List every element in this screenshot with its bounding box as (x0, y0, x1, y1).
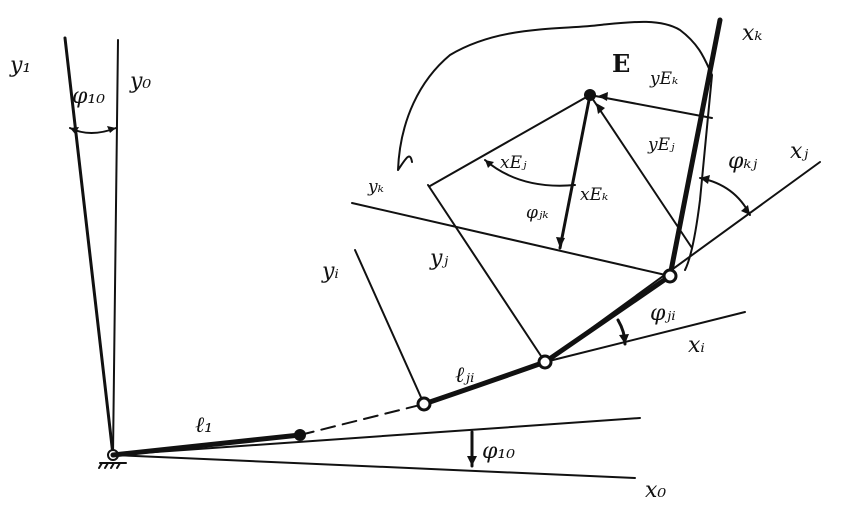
label-phiji: φⱼᵢ (650, 301, 676, 326)
arrowhead-yEk (598, 92, 608, 101)
link-dashed (299, 403, 425, 436)
arrowhead-phi10-top (70, 127, 79, 134)
axis-x1 (112, 417, 641, 456)
arrowhead-phi10-bottom (467, 456, 477, 466)
label-x0: x₀ (645, 478, 666, 503)
axis-yj (427, 184, 546, 363)
link-lji (421, 359, 548, 407)
axis-xj (544, 161, 821, 363)
label-yEj: yEⱼ (647, 135, 675, 155)
label-xi: xᵢ (688, 333, 705, 358)
joint-j (537, 354, 553, 370)
label-phijk: φⱼₖ (526, 203, 549, 223)
label-lji: ℓⱼᵢ (455, 363, 474, 388)
label-yk: yₖ (367, 177, 384, 197)
axis-x0 (112, 454, 636, 479)
label-l1: ℓ₁ (195, 413, 213, 438)
label-phi10-top: φ₁₀ (72, 84, 105, 109)
label-yi: yᵢ (321, 259, 339, 284)
link-k (667, 17, 723, 279)
label-xEk: xEₖ (580, 185, 608, 205)
label-yEk: yEₖ (649, 69, 678, 89)
axis-yi (354, 249, 425, 405)
angle-arc-xEj (484, 159, 576, 187)
axis-yk (351, 202, 671, 277)
axis-y0 (112, 39, 119, 456)
arrowhead-phi10-top-b (107, 126, 116, 133)
line-E-yk (558, 93, 592, 250)
axis-xi (544, 311, 746, 363)
line-E-xk (589, 94, 713, 119)
axis-y1 (63, 36, 115, 457)
arrowhead-xEj (485, 160, 494, 168)
line-E-yj (429, 94, 591, 187)
link-l1 (110, 432, 303, 458)
label-E: E (612, 49, 630, 78)
label-y1: y₁ (9, 53, 31, 78)
arrowhead-phikj-b (741, 205, 750, 215)
arrowhead-phiji (619, 334, 629, 344)
label-xEj: xEⱼ (500, 153, 527, 173)
label-phi10-bottom: φ₁₀ (482, 439, 515, 464)
label-xk: xₖ (742, 21, 762, 46)
arrowhead-yEj (596, 103, 605, 114)
label-yj: yⱼ (429, 246, 448, 271)
arrowhead-xEk (556, 237, 565, 248)
joint-k (662, 268, 678, 284)
body-outline (397, 20, 714, 271)
label-phikj: φₖⱼ (728, 149, 757, 174)
label-xj: xⱼ (790, 139, 808, 164)
joint-i (416, 396, 432, 412)
line-E-xj (589, 94, 693, 249)
label-y0: y₀ (129, 69, 151, 94)
